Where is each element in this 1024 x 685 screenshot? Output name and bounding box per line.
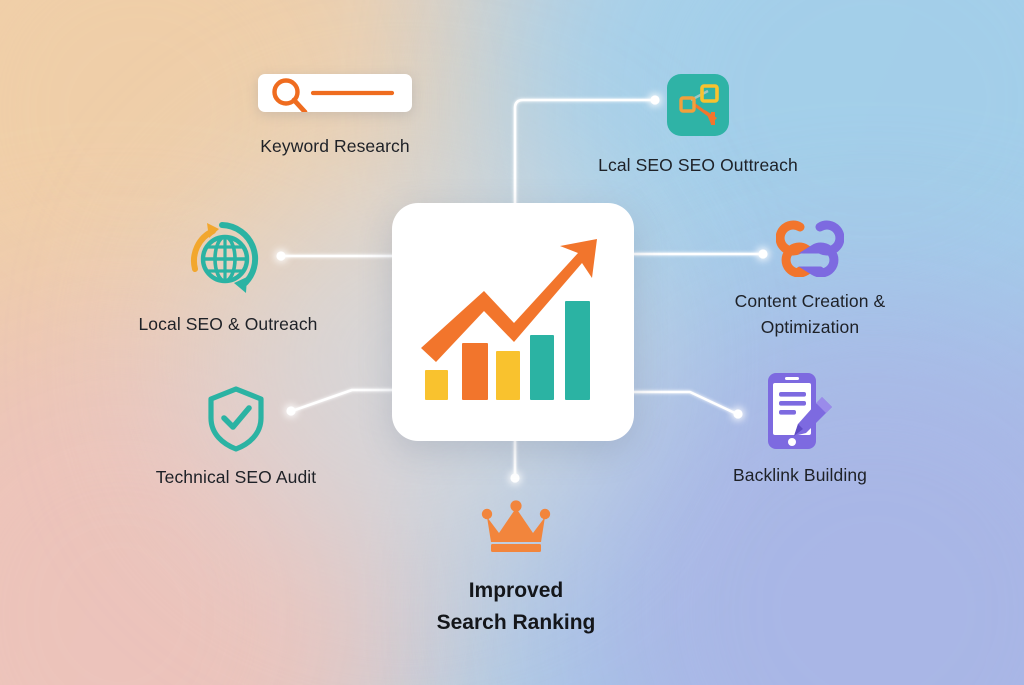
backlink-icon-wrap: [760, 370, 840, 452]
chain-links-icon: [776, 220, 844, 277]
mobile-icon-text-line-1: [779, 392, 806, 397]
chart-bar-1: [425, 370, 448, 400]
chart-bar-5: [565, 301, 590, 400]
keyword-icon-wrap: [258, 74, 412, 112]
crown-icon-jewel-left: [481, 508, 493, 520]
chart-bar-4: [530, 335, 554, 400]
outreach-icon-tile: [667, 74, 729, 136]
growth-chart-icon: [421, 239, 597, 400]
shield-icon-outline: [208, 386, 264, 452]
chart-trend-arrow: [421, 239, 597, 362]
chain-link-purple: [798, 220, 844, 277]
crown-icon: [481, 500, 551, 552]
search-icon: [272, 78, 395, 112]
node-label: Content Creation & Optimization: [734, 291, 886, 338]
search-icon-lens: [272, 78, 300, 106]
node-improved-search-ranking[interactable]: Improved Search Ranking: [377, 500, 655, 638]
chain-link-orange: [776, 220, 822, 277]
outreach-icon-wrap: [667, 74, 729, 136]
node-label: Keyword Research: [260, 136, 410, 156]
outreach-icon-node-2: [700, 84, 719, 103]
node-local-seo-outreach[interactable]: Local SEO & Outreach: [114, 215, 342, 337]
chart-bar-2: [462, 343, 488, 400]
node-label: Lcal SEO SEO Outtreach: [598, 155, 798, 175]
outcome-label: Improved Search Ranking: [436, 579, 596, 634]
globe-refresh-icon: [191, 222, 259, 293]
mobile-icon-text-line-3: [779, 410, 796, 415]
mobile-icon-home-button: [788, 438, 796, 446]
content-icon-wrap: [776, 217, 844, 277]
growth-chart-card: [392, 203, 634, 441]
node-technical-seo-audit[interactable]: Technical SEO Audit: [134, 384, 338, 490]
pencil-icon-eraser: [816, 397, 832, 413]
outreach-icon-arrow-stem: [711, 112, 715, 125]
search-icon-handle: [291, 97, 308, 112]
network-outreach-icon: [667, 74, 729, 136]
crown-icon-wrap: [478, 500, 554, 557]
outreach-icon-node-1: [679, 96, 696, 113]
mobile-icon-text-line-2: [779, 401, 806, 406]
crown-icon-jewel-right: [539, 508, 551, 520]
node-label: Backlink Building: [733, 465, 867, 485]
node-label: Technical SEO Audit: [155, 467, 317, 487]
globe-icon-arrowhead-orange: [207, 223, 219, 238]
globe-icon-arrow-teal: [219, 222, 259, 288]
pencil-icon-tip: [794, 424, 803, 436]
technical-icon-wrap: [205, 384, 267, 452]
globe-icon-arrowhead-teal: [234, 277, 247, 293]
shield-icon-check: [221, 405, 252, 430]
localseo-icon-wrap: [185, 215, 271, 303]
node-label: Local SEO & Outreach: [138, 314, 318, 334]
shield-check-icon: [208, 386, 264, 452]
crown-icon-body: [487, 508, 545, 542]
node-content-creation[interactable]: Content Creation & Optimization: [703, 217, 917, 341]
crown-icon-jewel-center: [510, 500, 522, 512]
search-bar-icon: [258, 74, 412, 112]
node-backlink-building[interactable]: Backlink Building: [711, 370, 889, 488]
crown-icon-base: [491, 544, 541, 552]
node-seo-outreach[interactable]: Lcal SEO SEO Outtreach: [578, 74, 818, 178]
mobile-pencil-icon: [768, 373, 832, 449]
mobile-icon-speaker: [785, 377, 799, 380]
chart-bar-3: [496, 351, 520, 400]
node-keyword-research[interactable]: Keyword Research: [216, 74, 454, 159]
